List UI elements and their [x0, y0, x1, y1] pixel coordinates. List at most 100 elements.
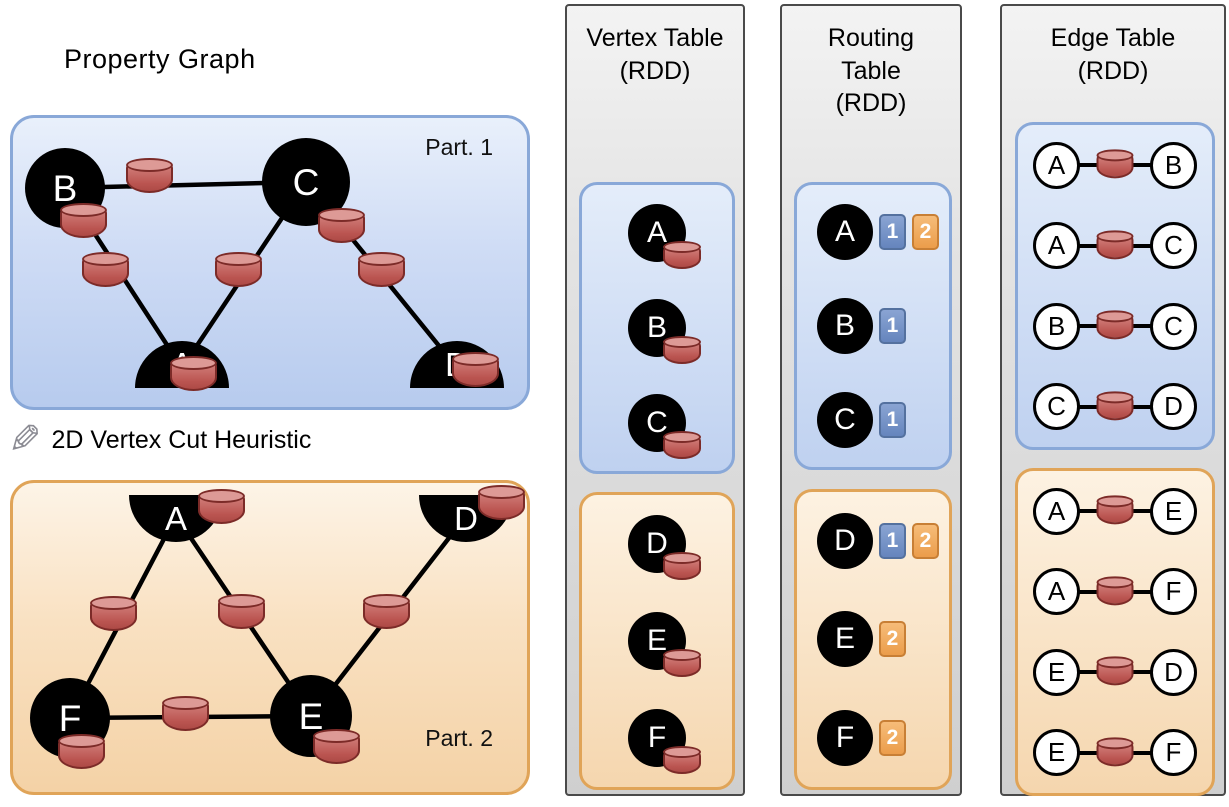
vertex-circle: D — [817, 513, 873, 570]
edge-source-vertex: A — [1033, 568, 1080, 616]
edge-source-vertex: E — [1033, 729, 1080, 777]
vertex-property-cylinder-icon — [663, 335, 701, 364]
cylinder-cap — [1096, 310, 1134, 323]
vertex-property-cylinder-icon — [452, 352, 499, 387]
vertex-circle: C — [817, 392, 873, 448]
edge-table-title: Edge Table (RDD) — [1002, 6, 1224, 87]
edge-property-cylinder-icon — [162, 696, 209, 731]
property-graph-title: Property Graph — [64, 44, 256, 74]
edge-target-vertex: B — [1150, 141, 1197, 189]
edge-property-cylinder-icon — [215, 252, 262, 287]
edge-target-vertex: C — [1150, 222, 1197, 270]
vertex-label: B — [52, 167, 78, 209]
edge-property-cylinder-icon — [1096, 656, 1134, 686]
partition-1-badge: 1 — [879, 214, 906, 250]
edge-property-cylinder-icon — [1096, 391, 1134, 421]
edge-property-cylinder-icon — [1096, 230, 1134, 260]
cylinder-cap — [663, 240, 701, 253]
edge-property-cylinder-icon — [1096, 495, 1134, 525]
vertex-circle: B — [628, 298, 686, 357]
routing-table-title-line2: Table — [841, 56, 901, 85]
vertex-table-entry-c: C — [628, 394, 701, 460]
cylinder-cap — [90, 596, 137, 610]
edge-property-cylinder-icon — [358, 252, 405, 287]
edge-line — [1077, 230, 1153, 260]
cylinder-cap — [1096, 495, 1134, 508]
cylinder-cap — [358, 252, 405, 266]
cylinder-cap — [663, 746, 701, 759]
edge-source-vertex: A — [1033, 222, 1080, 270]
edge-property-cylinder-icon — [1096, 576, 1134, 606]
vertex-property-cylinder-icon — [478, 485, 525, 520]
cylinder-cap — [170, 356, 217, 370]
vertex-table-title: Vertex Table (RDD) — [567, 6, 743, 87]
routing-table-title-line3: (RDD) — [835, 89, 907, 117]
edge-table-title-line1: Edge Table — [1050, 24, 1176, 52]
cylinder-cap — [58, 734, 105, 748]
edge-target-vertex: F — [1150, 568, 1197, 616]
edge-line — [1077, 495, 1153, 525]
vertex-table-entry-f: F — [628, 709, 701, 775]
partition-2-badge: 2 — [879, 719, 906, 756]
cylinder-cap — [318, 208, 365, 222]
edge-target-vertex: D — [1150, 648, 1197, 696]
cylinder-cap — [60, 203, 107, 217]
partition-1-badge: 1 — [879, 308, 906, 344]
vertex-cut-annotation: ✎ 2D Vertex Cut Heuristic — [8, 418, 311, 462]
cylinder-cap — [478, 485, 525, 499]
partition-1-label: Part. 1 — [425, 134, 493, 160]
partition-2-badge: 2 — [912, 523, 939, 560]
routing-table-title: Routing Table (RDD) — [782, 6, 960, 120]
cylinder-cap — [1096, 391, 1134, 404]
vertex-circle: F — [817, 709, 873, 766]
cylinder-cap — [126, 158, 173, 172]
vertex-circle: A — [817, 204, 873, 260]
vertex-property-cylinder-icon — [313, 729, 360, 764]
vertex-table-entry-e: E — [628, 611, 701, 677]
cylinder-cap — [1096, 230, 1134, 243]
partition-2-badge: 2 — [879, 621, 906, 658]
vertex-property-cylinder-icon — [60, 203, 107, 238]
cylinder-cap — [1096, 737, 1134, 750]
cylinder-cap — [218, 594, 265, 608]
vertex-label: D — [454, 500, 478, 537]
cylinder-cap — [1096, 149, 1134, 162]
vertex-table-entry-a: A — [628, 203, 701, 269]
edge-source-vertex: A — [1033, 141, 1080, 189]
edge-target-vertex: F — [1150, 729, 1197, 777]
vertex-property-cylinder-icon — [170, 356, 217, 391]
edge-source-vertex: B — [1033, 302, 1080, 350]
edge-source-vertex: C — [1033, 383, 1080, 431]
edge-property-cylinder-icon — [82, 252, 129, 287]
edge-line — [1077, 656, 1153, 686]
vertex-circle: E — [817, 611, 873, 668]
cylinder-cap — [313, 729, 360, 743]
vertex-circle: B — [817, 298, 873, 354]
edge-target-vertex: D — [1150, 383, 1197, 431]
vertex-property-cylinder-icon — [663, 746, 701, 775]
cylinder-cap — [82, 252, 129, 266]
vertex-property-cylinder-icon — [663, 648, 701, 677]
edge-source-vertex: A — [1033, 487, 1080, 535]
edge-line — [1077, 310, 1153, 340]
edge-target-vertex: C — [1150, 302, 1197, 350]
vertex-property-cylinder-icon — [198, 489, 245, 524]
edge-property-cylinder-icon — [90, 596, 137, 631]
